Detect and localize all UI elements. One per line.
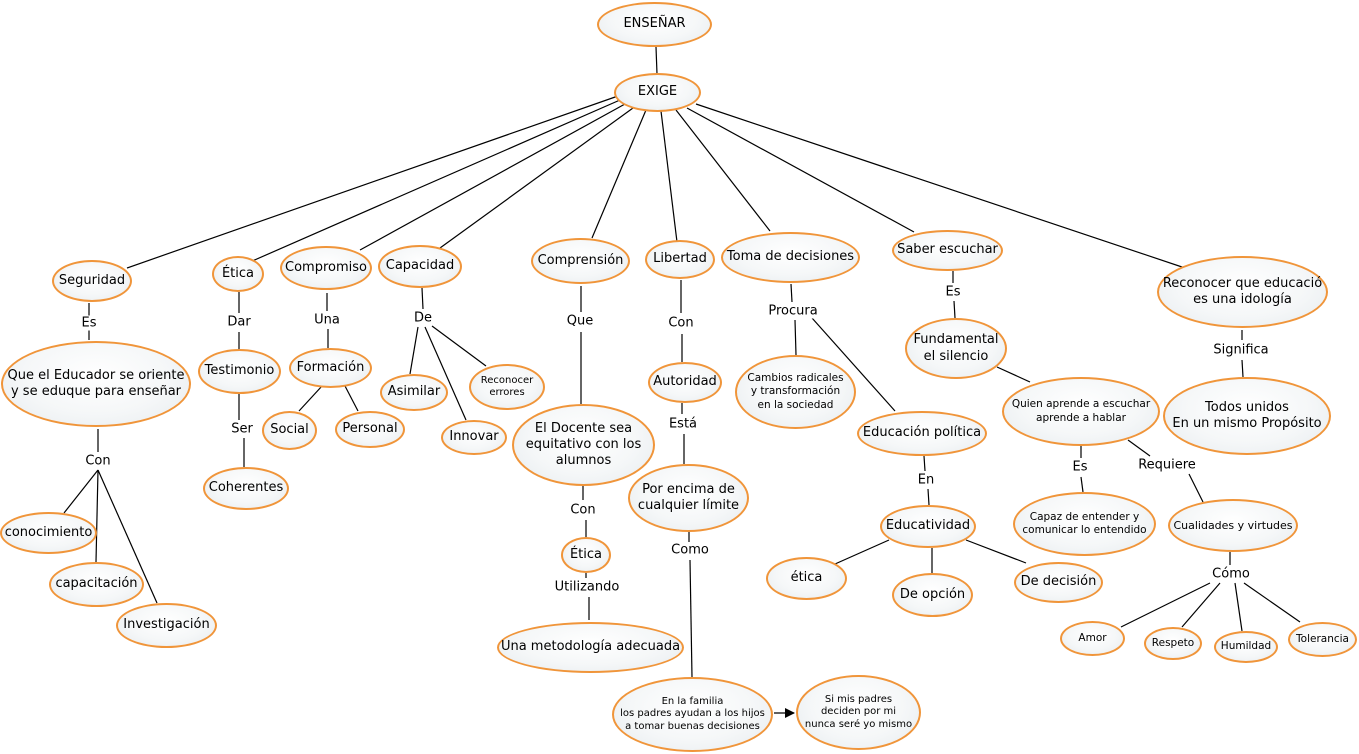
node-innovar: Innovar <box>441 420 507 455</box>
link-label-como: Como <box>668 542 712 558</box>
node-metodologia: Una metodología adecuada <box>497 622 684 673</box>
link-label-esta: Está <box>665 416 701 432</box>
node-etica-2: Ética <box>561 537 611 573</box>
node-si-mis-padres: Si mis padres deciden por mi nunca seré … <box>796 675 921 750</box>
node-todos-unidos: Todos unidos En un mismo Propósito <box>1163 377 1331 455</box>
node-formacion: Formación <box>289 348 372 388</box>
node-tolerancia: Tolerancia <box>1288 622 1357 657</box>
node-capacitacion: capacitación <box>49 562 144 607</box>
node-coherentes: Coherentes <box>203 467 289 510</box>
node-reconocer-ideologia: Reconocer que educació es una idología <box>1157 256 1328 328</box>
node-respeto: Respeto <box>1144 627 1202 660</box>
node-toma-decisiones: Toma de decisiones <box>721 232 860 283</box>
node-de-decision: De decisión <box>1014 562 1103 603</box>
node-cualidades-virtudes: Cualidades y virtudes <box>1168 499 1298 552</box>
link-label-es: Es <box>78 315 100 331</box>
link-label-una: Una <box>311 312 343 328</box>
node-libertad: Libertad <box>645 240 715 279</box>
connector-lines <box>63 46 1301 718</box>
link-label-es-2: Es <box>942 284 964 300</box>
link-label-con-3: Con <box>665 315 697 331</box>
node-etica: Ética <box>212 256 264 292</box>
node-autoridad: Autoridad <box>648 362 722 403</box>
node-por-encima: Por encima de cualquier límite <box>628 464 749 532</box>
node-comprension: Comprensión <box>531 238 630 284</box>
link-label-con: Con <box>82 453 114 469</box>
link-label-en: En <box>914 472 938 488</box>
node-saber-escuchar: Saber escuchar <box>892 230 1003 271</box>
node-capaz-entender: Capaz de entender y comunicar lo entendi… <box>1013 492 1156 556</box>
link-label-como-2: Cómo <box>1209 566 1253 582</box>
link-label-requiere: Requiere <box>1135 457 1199 473</box>
node-ensenar: ENSEÑAR <box>597 2 712 47</box>
node-compromiso: Compromiso <box>280 246 372 290</box>
link-label-ser: Ser <box>228 421 256 437</box>
node-amor: Amor <box>1060 621 1125 656</box>
node-en-la-familia: En la familia los padres ayudan a los hi… <box>612 677 773 752</box>
node-social: Social <box>262 411 317 450</box>
node-seguridad: Seguridad <box>52 260 132 302</box>
node-fundamental-silencio: Fundamental el silencio <box>905 318 1007 379</box>
node-conocimiento: conocimiento <box>0 512 97 554</box>
link-label-con-2: Con <box>567 502 599 518</box>
node-educador: Que el Educador se oriente y se eduque p… <box>1 341 191 427</box>
link-label-de: De <box>410 310 436 326</box>
link-label-procura: Procura <box>765 303 821 319</box>
link-label-es-3: Es <box>1069 459 1091 475</box>
node-exige: EXIGE <box>614 73 701 112</box>
node-de-opcion: De opción <box>892 573 973 617</box>
node-investigacion: Investigación <box>116 603 217 648</box>
node-cambios-radicales: Cambios radicales y transformación en la… <box>735 355 856 429</box>
node-testimonio: Testimonio <box>198 349 281 394</box>
node-educatividad: Educatividad <box>880 505 976 548</box>
node-capacidad: Capacidad <box>378 245 462 288</box>
node-humildad: Humildad <box>1214 631 1278 663</box>
link-label-que: Que <box>563 313 597 329</box>
node-personal: Personal <box>335 411 405 448</box>
node-quien-aprende: Quien aprende a escuchar aprende a habla… <box>1002 377 1160 446</box>
node-reconocer-errores: Reconocer errores <box>469 364 545 410</box>
link-label-utilizando: Utilizando <box>551 579 623 595</box>
node-etica-3: ética <box>766 557 847 600</box>
link-label-dar: Dar <box>224 314 254 330</box>
node-asimilar: Asimilar <box>380 374 448 411</box>
node-docente-equitativo: El Docente sea equitativo con los alumno… <box>512 404 655 486</box>
link-label-significa: Significa <box>1210 342 1272 358</box>
node-educacion-politica: Educación política <box>857 411 987 456</box>
